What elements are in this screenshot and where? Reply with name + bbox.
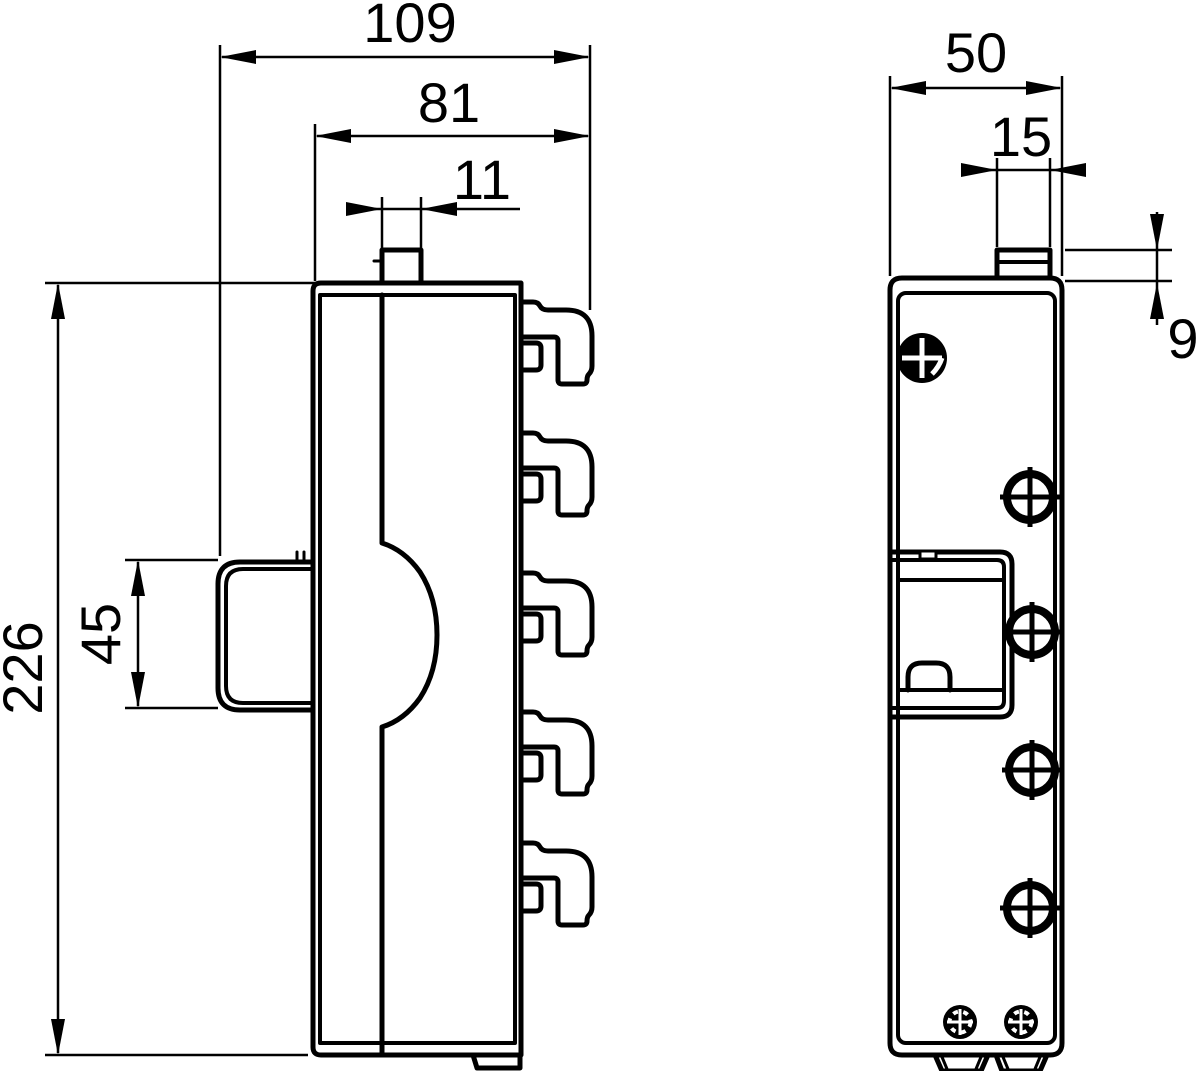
phillips-screw-icon [897, 333, 947, 383]
side-view [215, 247, 592, 1071]
dim-label-front-knob-width: 15 [990, 105, 1052, 168]
front-view-feet [932, 1052, 1050, 1071]
dim-label-side-knob-width: 11 [453, 148, 511, 211]
dim-label-front-overall-width: 50 [945, 21, 1007, 84]
dimension-side-overall-height: 226 [0, 281, 330, 1057]
side-view-foot [470, 1052, 523, 1071]
dimension-side-body-depth: 81 [313, 71, 590, 281]
dim-label-front-knob-height: 9 [1167, 307, 1198, 370]
cable-hook [521, 573, 592, 655]
torx-screw-icon [1002, 1003, 1040, 1041]
front-view-latch-tab [905, 660, 953, 693]
dim-label-side-body-depth: 81 [418, 71, 480, 134]
cable-hook [521, 302, 592, 384]
dimension-side-overall-width: 109 [218, 0, 592, 556]
front-view-body [887, 247, 1065, 1071]
dim-label-side-overall-width: 109 [363, 0, 456, 54]
dim-label-side-clip-height: 45 [69, 603, 132, 665]
dimension-side-clip-height: 45 [69, 558, 218, 710]
front-view [887, 247, 1065, 1071]
side-view-cable-hooks [521, 302, 592, 925]
dimension-front-knob-height: 9 [1065, 212, 1199, 370]
side-view-body [310, 247, 524, 1071]
torx-screw-icon [941, 1003, 979, 1041]
dimension-front-knob-width: 15 [961, 105, 1086, 247]
dimension-front-overall-width: 50 [888, 21, 1064, 276]
side-view-rail-clip [215, 550, 316, 713]
side-view-dome-edge [379, 292, 440, 1058]
cable-hook [521, 433, 592, 515]
dim-label-side-overall-height: 226 [0, 621, 54, 714]
cable-hook [521, 843, 592, 925]
front-view-knob [994, 247, 1053, 285]
side-view-knob [379, 247, 424, 286]
dimension-side-knob-width: 11 [346, 148, 520, 248]
cable-hook [521, 712, 592, 794]
